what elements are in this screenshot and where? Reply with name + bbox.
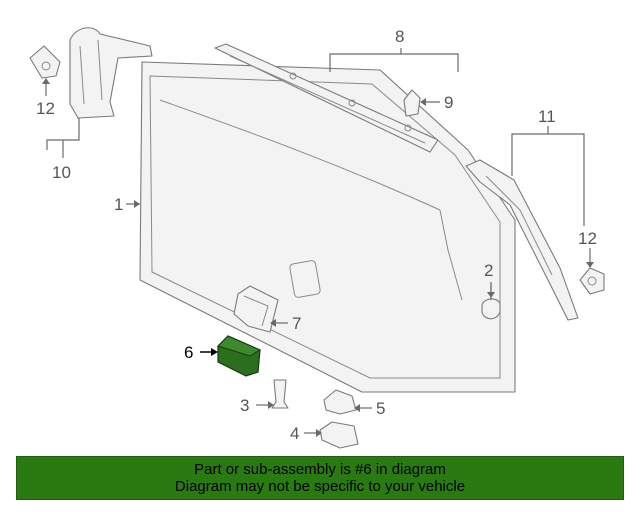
- callout-4: 4: [290, 424, 299, 443]
- callout-1: 1: [114, 195, 123, 214]
- callout-8: 8: [395, 27, 404, 46]
- parts-diagram: 1 2 3 4 5 6 7 8 9 10 11 12 12: [29, 27, 605, 449]
- callout-10: 10: [52, 163, 71, 182]
- part-11-right-pillar-trim: [465, 159, 579, 321]
- info-banner: Part or sub-assembly is #6 in diagram Di…: [16, 456, 624, 500]
- callout-9: 9: [444, 93, 453, 112]
- part-9-clip: [403, 89, 421, 117]
- banner-line-1: Part or sub-assembly is #6 in diagram: [194, 461, 446, 478]
- part-12-clip-left: [29, 45, 61, 79]
- callout-leaders: [45, 48, 591, 434]
- callout-12-right: 12: [578, 229, 597, 248]
- part-4-bracket: [319, 421, 359, 449]
- callout-5: 5: [376, 399, 385, 418]
- callout-11: 11: [538, 107, 556, 126]
- callout-6: 6: [184, 343, 193, 362]
- callout-12-left: 12: [36, 99, 55, 118]
- part-8-header-trim: [214, 43, 439, 153]
- part-7-bracket: [233, 285, 279, 333]
- part-1-liftgate-panel: [139, 61, 516, 393]
- part-12-clip-right: [579, 267, 605, 295]
- arrowheads: [42, 78, 594, 437]
- part-5-nut: [323, 389, 357, 415]
- callout-3: 3: [240, 396, 249, 415]
- part-3-screw: [271, 379, 289, 409]
- part-10-left-pillar-trim: [69, 27, 153, 119]
- banner-line-2: Diagram may not be specific to your vehi…: [174, 478, 466, 495]
- part-6-highlighted: [217, 335, 262, 377]
- callout-2: 2: [484, 261, 493, 280]
- callout-7: 7: [292, 314, 301, 333]
